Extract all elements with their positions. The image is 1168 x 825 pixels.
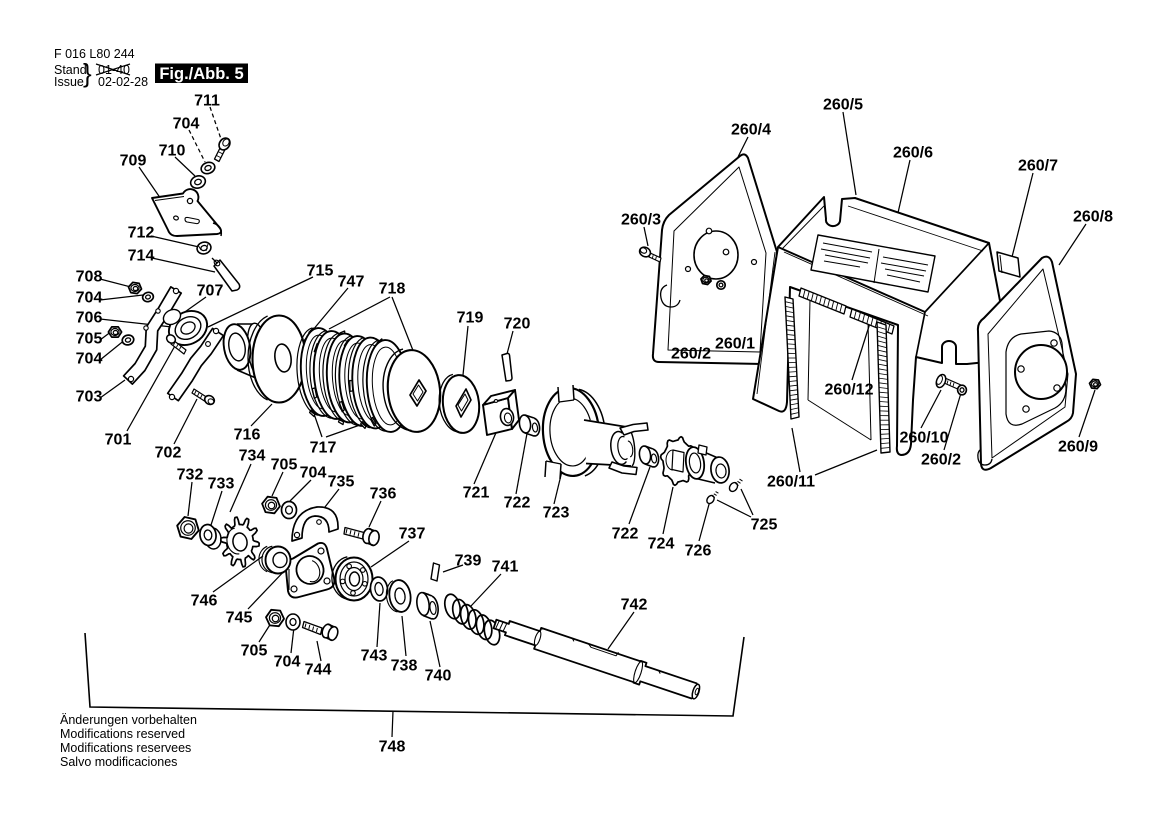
svg-text:745: 745 bbox=[226, 610, 253, 627]
svg-text:260/8: 260/8 bbox=[1073, 209, 1113, 226]
svg-text:746: 746 bbox=[191, 593, 218, 610]
svg-text:742: 742 bbox=[621, 597, 648, 614]
svg-text:725: 725 bbox=[751, 517, 778, 534]
svg-text:701: 701 bbox=[105, 432, 132, 449]
svg-text:704: 704 bbox=[300, 465, 327, 482]
svg-text:Stand: Stand bbox=[54, 63, 87, 77]
svg-text:}: } bbox=[83, 58, 92, 88]
svg-text:738: 738 bbox=[391, 658, 418, 675]
svg-text:741: 741 bbox=[492, 559, 519, 576]
svg-text:Modifications reserved: Modifications reserved bbox=[60, 727, 185, 741]
svg-text:260/3: 260/3 bbox=[621, 212, 661, 229]
svg-text:260/1: 260/1 bbox=[715, 336, 755, 353]
svg-text:Salvo modificaciones: Salvo modificaciones bbox=[60, 755, 177, 769]
svg-text:707: 707 bbox=[197, 283, 224, 300]
svg-text:703: 703 bbox=[76, 389, 103, 406]
svg-text:722: 722 bbox=[612, 526, 639, 543]
svg-text:702: 702 bbox=[155, 445, 182, 462]
svg-text:260/9: 260/9 bbox=[1058, 439, 1098, 456]
svg-text:704: 704 bbox=[76, 351, 103, 368]
svg-text:Änderungen vorbehalten: Änderungen vorbehalten bbox=[60, 713, 197, 727]
svg-text:Fig./Abb. 5: Fig./Abb. 5 bbox=[159, 65, 243, 83]
svg-text:721: 721 bbox=[463, 485, 490, 502]
svg-text:723: 723 bbox=[543, 505, 570, 522]
svg-text:716: 716 bbox=[234, 427, 261, 444]
svg-text:706: 706 bbox=[76, 310, 103, 327]
svg-text:719: 719 bbox=[457, 310, 484, 327]
svg-text:722: 722 bbox=[504, 495, 531, 512]
svg-text:260/6: 260/6 bbox=[893, 145, 933, 162]
svg-text:Modifications reservees: Modifications reservees bbox=[60, 741, 191, 755]
svg-text:718: 718 bbox=[379, 281, 406, 298]
svg-text:02-02-28: 02-02-28 bbox=[98, 75, 148, 89]
svg-text:747: 747 bbox=[338, 274, 365, 291]
svg-text:260/10: 260/10 bbox=[900, 430, 949, 447]
svg-text:737: 737 bbox=[399, 526, 426, 543]
svg-text:705: 705 bbox=[271, 457, 298, 474]
svg-text:705: 705 bbox=[76, 331, 103, 348]
svg-text:708: 708 bbox=[76, 269, 103, 286]
svg-text:734: 734 bbox=[239, 448, 266, 465]
svg-text:733: 733 bbox=[208, 476, 235, 493]
svg-text:736: 736 bbox=[370, 486, 397, 503]
svg-text:710: 710 bbox=[159, 143, 186, 160]
svg-text:714: 714 bbox=[128, 248, 155, 265]
svg-text:748: 748 bbox=[379, 739, 406, 756]
svg-text:260/12: 260/12 bbox=[825, 382, 874, 399]
svg-text:260/2: 260/2 bbox=[671, 346, 711, 363]
svg-text:715: 715 bbox=[307, 263, 334, 280]
svg-text:260/11: 260/11 bbox=[767, 474, 815, 491]
svg-text:704: 704 bbox=[274, 654, 301, 671]
svg-text:744: 744 bbox=[305, 662, 332, 679]
svg-text:732: 732 bbox=[177, 467, 204, 484]
svg-text:F 016 L80 244: F 016 L80 244 bbox=[54, 47, 135, 61]
svg-text:743: 743 bbox=[361, 648, 388, 665]
svg-text:724: 724 bbox=[648, 536, 675, 553]
svg-text:720: 720 bbox=[504, 316, 531, 333]
svg-text:712: 712 bbox=[128, 225, 155, 242]
svg-text:260/4: 260/4 bbox=[731, 122, 771, 139]
svg-text:704: 704 bbox=[173, 116, 200, 133]
svg-text:726: 726 bbox=[685, 543, 712, 560]
svg-text:709: 709 bbox=[120, 153, 147, 170]
svg-text:711: 711 bbox=[194, 93, 220, 110]
svg-text:260/2: 260/2 bbox=[921, 452, 961, 469]
svg-text:260/5: 260/5 bbox=[823, 97, 863, 114]
svg-text:717: 717 bbox=[310, 440, 337, 457]
svg-text:705: 705 bbox=[241, 643, 268, 660]
svg-text:260/7: 260/7 bbox=[1018, 158, 1058, 175]
svg-text:735: 735 bbox=[328, 474, 355, 491]
svg-text:Issue: Issue bbox=[54, 75, 84, 89]
svg-text:740: 740 bbox=[425, 668, 452, 685]
svg-text:704: 704 bbox=[76, 290, 103, 307]
svg-text:739: 739 bbox=[455, 553, 482, 570]
